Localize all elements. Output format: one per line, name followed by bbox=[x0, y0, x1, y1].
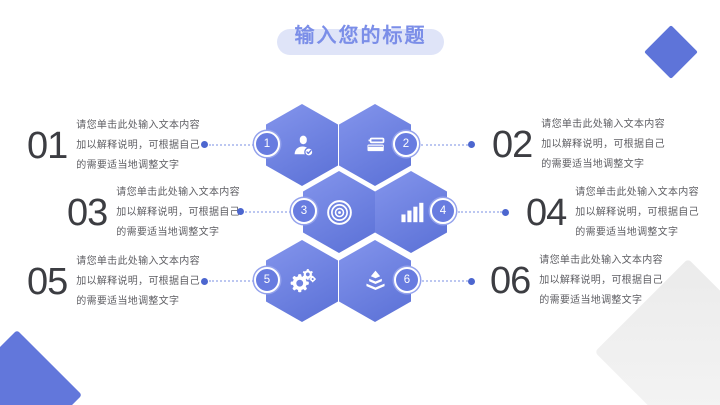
item-text-line: 加以解释说明，可根据自己 bbox=[575, 207, 699, 218]
item-text-block[interactable]: 请您单击此处输入文本内容 加以解释说明，可根据自己 的需要适当地调整文字 bbox=[116, 183, 240, 243]
item-text-line: 请您单击此处输入文本内容 bbox=[76, 120, 200, 131]
gears-icon bbox=[290, 268, 316, 292]
item-06[interactable]: 06 请您单击此处输入文本内容 加以解释说明，可根据自己 的需要适当地调整文字 bbox=[490, 251, 663, 311]
item-text-line: 加以解释说明，可根据自己 bbox=[541, 139, 665, 150]
item-text-line: 加以解释说明，可根据自己 bbox=[76, 140, 200, 151]
item-02[interactable]: 02 请您单击此处输入文本内容 加以解释说明，可根据自己 的需要适当地调整文字 bbox=[492, 115, 665, 175]
item-number: 01 bbox=[27, 125, 68, 167]
diamond-decor-bottom-left bbox=[0, 329, 83, 405]
layers-pyramid-icon bbox=[365, 270, 385, 290]
step-badge-3: 3 bbox=[291, 198, 317, 224]
item-number: 03 bbox=[67, 192, 108, 234]
item-text-line: 加以解释说明，可根据自己 bbox=[116, 207, 240, 218]
step-badge-5: 5 bbox=[254, 267, 280, 293]
item-text-line: 请您单击此处输入文本内容 bbox=[116, 187, 240, 198]
connector-dot-4 bbox=[502, 209, 509, 216]
title-banner bbox=[277, 29, 444, 55]
item-text-line: 的需要适当地调整文字 bbox=[76, 296, 180, 307]
connector-dot-2 bbox=[468, 141, 475, 148]
connector-dot-3 bbox=[237, 208, 244, 215]
item-text-block[interactable]: 请您单击此处输入文本内容 加以解释说明，可根据自己 的需要适当地调整文字 bbox=[575, 183, 699, 243]
item-number: 06 bbox=[490, 260, 531, 302]
user-check-icon bbox=[294, 135, 313, 157]
item-text-line: 的需要适当地调整文字 bbox=[116, 227, 220, 238]
item-01[interactable]: 01 请您单击此处输入文本内容 加以解释说明，可根据自己 的需要适当地调整文字 bbox=[27, 116, 200, 176]
bar-chart-icon bbox=[400, 202, 423, 222]
item-text-line: 加以解释说明，可根据自己 bbox=[76, 276, 200, 287]
item-text-block[interactable]: 请您单击此处输入文本内容 加以解释说明，可根据自己 的需要适当地调整文字 bbox=[76, 252, 200, 312]
step-badge-2: 2 bbox=[393, 131, 419, 157]
item-text-line: 请您单击此处输入文本内容 bbox=[575, 187, 699, 198]
item-text-line: 的需要适当地调整文字 bbox=[539, 295, 643, 306]
item-text-line: 请您单击此处输入文本内容 bbox=[76, 256, 200, 267]
item-text-line: 的需要适当地调整文字 bbox=[541, 159, 645, 170]
item-number: 04 bbox=[526, 192, 567, 234]
connector-dot-1 bbox=[201, 141, 208, 148]
item-text-block[interactable]: 请您单击此处输入文本内容 加以解释说明，可根据自己 的需要适当地调整文字 bbox=[76, 116, 200, 176]
diamond-decor-top-right bbox=[644, 25, 698, 79]
item-04[interactable]: 04 请您单击此处输入文本内容 加以解释说明，可根据自己 的需要适当地调整文字 bbox=[526, 183, 699, 243]
connector-line-5 bbox=[209, 280, 254, 282]
item-text-block[interactable]: 请您单击此处输入文本内容 加以解释说明，可根据自己 的需要适当地调整文字 bbox=[539, 251, 663, 311]
connector-line-3 bbox=[245, 211, 291, 213]
item-text-line: 的需要适当地调整文字 bbox=[575, 227, 679, 238]
books-icon bbox=[366, 137, 384, 151]
item-text-line: 的需要适当地调整文字 bbox=[76, 160, 180, 171]
step-badge-4: 4 bbox=[430, 198, 456, 224]
item-text-line: 加以解释说明，可根据自己 bbox=[539, 275, 663, 286]
item-text-block[interactable]: 请您单击此处输入文本内容 加以解释说明，可根据自己 的需要适当地调整文字 bbox=[541, 115, 665, 175]
target-icon bbox=[326, 199, 352, 225]
connector-dot-6 bbox=[468, 278, 475, 285]
step-badge-6: 6 bbox=[394, 267, 420, 293]
item-05[interactable]: 05 请您单击此处输入文本内容 加以解释说明，可根据自己 的需要适当地调整文字 bbox=[27, 252, 200, 312]
item-text-line: 请您单击此处输入文本内容 bbox=[541, 119, 665, 130]
connector-line-2 bbox=[421, 144, 468, 146]
slide-title[interactable]: 输入您的标题 bbox=[294, 25, 427, 47]
connector-line-6 bbox=[422, 280, 468, 282]
item-number: 05 bbox=[27, 261, 68, 303]
item-number: 02 bbox=[492, 124, 533, 166]
connector-line-4 bbox=[458, 211, 502, 213]
item-text-line: 请您单击此处输入文本内容 bbox=[539, 255, 663, 266]
item-03[interactable]: 03 请您单击此处输入文本内容 加以解释说明，可根据自己 的需要适当地调整文字 bbox=[67, 183, 240, 243]
connector-dot-5 bbox=[201, 278, 208, 285]
connector-line-1 bbox=[209, 144, 254, 146]
step-badge-1: 1 bbox=[254, 131, 280, 157]
